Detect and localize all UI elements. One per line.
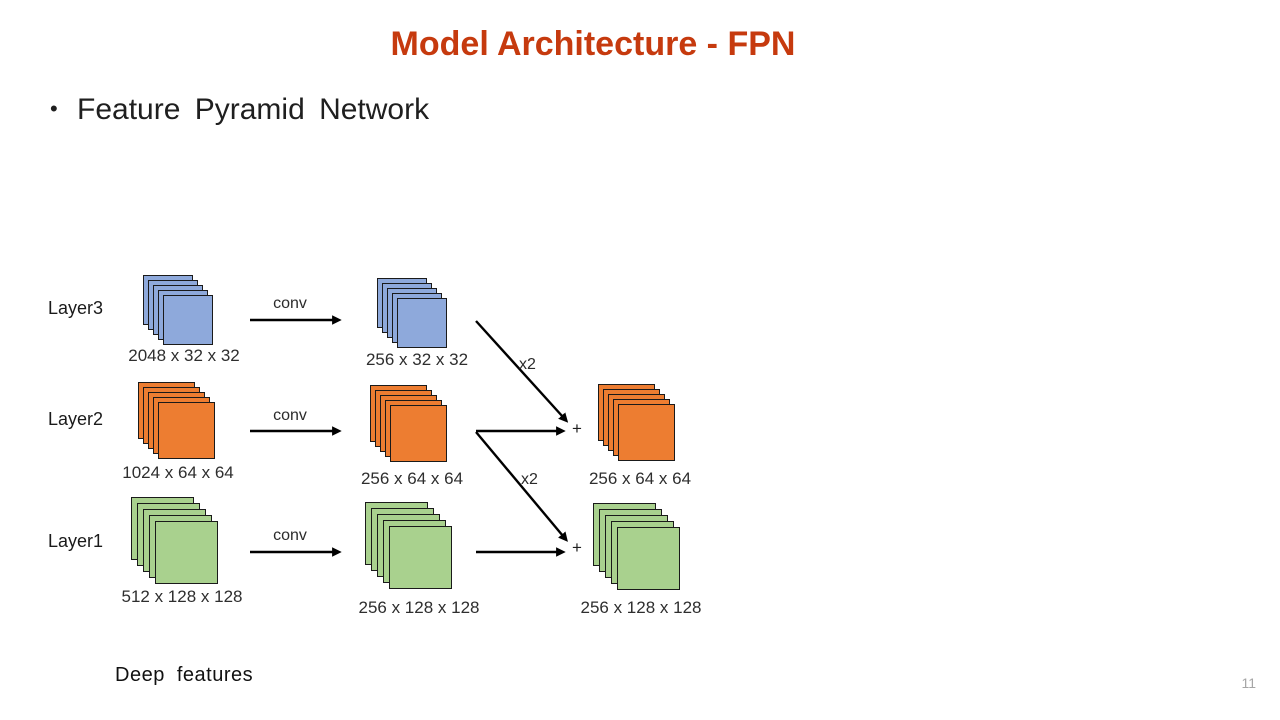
layer3-label: Layer3: [48, 298, 104, 318]
feature-map-square: [155, 521, 218, 584]
feature-map-square: [618, 404, 675, 461]
feature-map-square: [158, 402, 215, 459]
feature-stack-layer2-output: [598, 384, 675, 461]
conv-label-layer1: conv: [273, 527, 307, 544]
feature-map-square: [617, 527, 680, 590]
feature-map-square: [163, 295, 213, 345]
upsample-label-layer2: x2: [521, 471, 538, 488]
layer3-lateral-dims: 256 x 32 x 32: [365, 350, 469, 369]
add-symbol-layer2: +: [572, 419, 582, 438]
layer1-label: Layer1: [48, 531, 104, 551]
bullet-marker: •: [50, 96, 58, 121]
feature-map-square: [390, 405, 447, 462]
bullet-text: Feature Pyramid Network: [77, 93, 430, 126]
layer2-label: Layer2: [48, 409, 104, 429]
feature-stack-layer3-input: [143, 275, 213, 345]
layer2-output-dims: 256 x 64 x 64: [588, 469, 692, 488]
layer2-input-dims: 1024 x 64 x 64: [122, 463, 234, 482]
layer2-lateral-dims: 256 x 64 x 64: [360, 469, 464, 488]
layer1-input-dims: 512 x 128 x 128: [121, 587, 243, 606]
feature-stack-layer1-lateral: [365, 502, 452, 589]
feature-map-square: [397, 298, 447, 348]
page-number: 11: [1241, 675, 1256, 691]
layer1-output-dims: 256 x 128 x 128: [580, 598, 702, 617]
feature-stack-layer1-input: [131, 497, 218, 584]
feature-map-square: [389, 526, 452, 589]
feature-stack-layer2-lateral: [370, 385, 447, 462]
slide-title: Model Architecture - FPN: [390, 25, 796, 63]
conv-label-layer2: conv: [273, 407, 307, 424]
feature-stack-layer1-output: [593, 503, 680, 590]
upsample-label-layer3: x2: [519, 356, 536, 373]
feature-stack-layer2-input: [138, 382, 215, 459]
layer1-lateral-dims: 256 x 128 x 128: [358, 598, 480, 617]
add-symbol-layer1: +: [572, 538, 582, 557]
conv-label-layer3: conv: [273, 295, 307, 312]
deep-features-caption: Deep features: [115, 664, 254, 686]
layer3-input-dims: 2048 x 32 x 32: [128, 346, 240, 365]
feature-stack-layer3-lateral: [377, 278, 447, 348]
